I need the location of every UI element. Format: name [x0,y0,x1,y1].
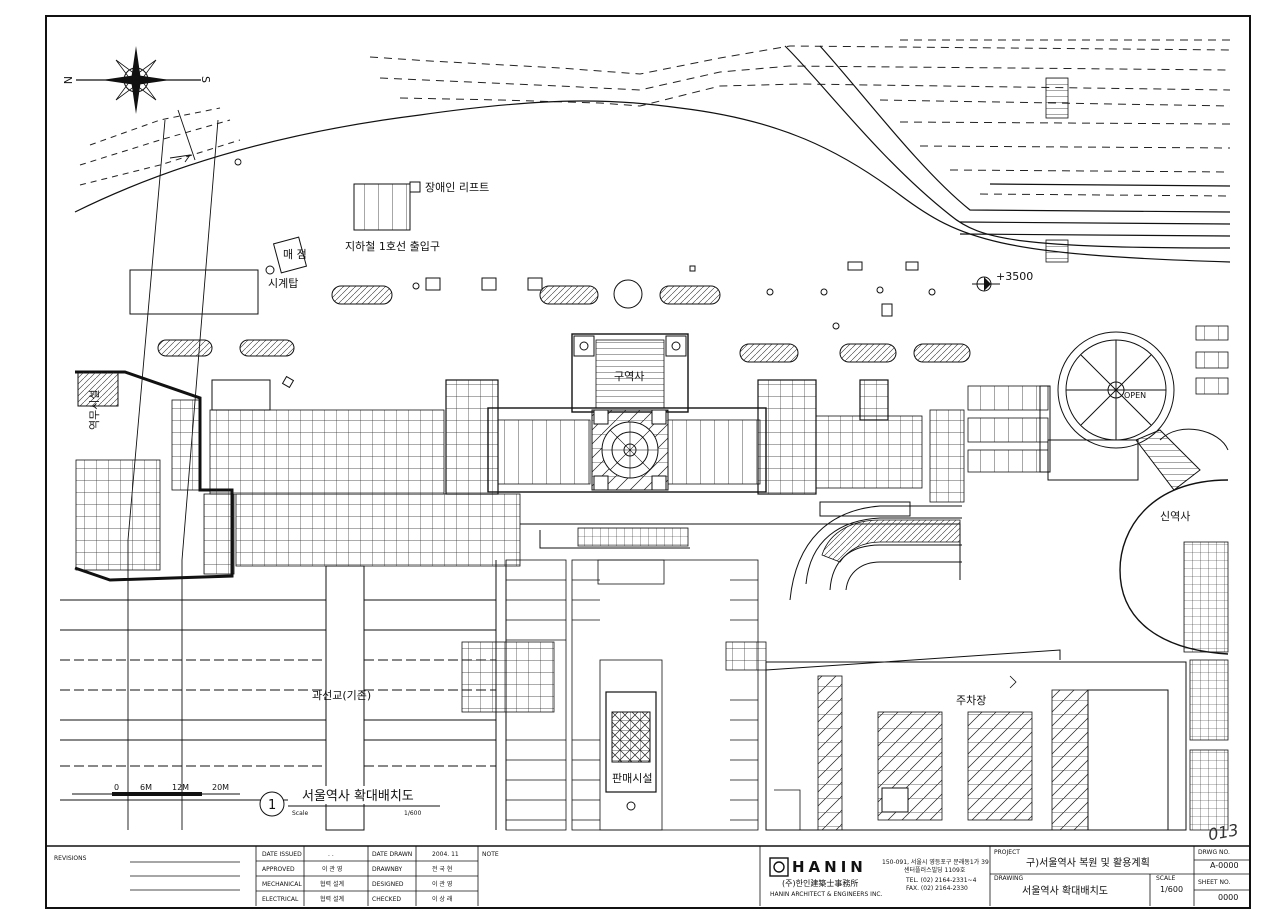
clock-tower-label: 시계탑 [268,277,298,290]
retail-label: 판매시설 [612,772,652,785]
ramp-hatch [821,519,961,563]
plan-number: 1 [268,798,276,813]
overpass-label: 과선교(기존) [312,689,371,702]
north-arrow-compass: N S [61,46,212,114]
date-issued-value: . . [328,851,334,858]
level-label: +3500 [996,270,1033,283]
scale-bar: 0 6M 12M 20M [72,783,240,796]
old-station-label: 구역사 [614,370,644,383]
mechanical-label: MECHANICAL [262,881,302,888]
scale-tick-6: 6M [140,783,152,792]
open-label: OPEN [1124,391,1146,400]
scale-value: 1/600 [1160,885,1183,894]
scale-tick-20: 20M [212,783,229,792]
plan-scale-label: Scale [292,810,308,817]
electrical-label: ELECTRICAL [262,896,299,903]
new-station-label: 신역사 [1160,510,1190,523]
company-logo-text: HANIN [792,858,867,876]
approved-label: APPROVED [262,866,295,873]
planter [157,285,971,363]
handwritten-note: 013 [1207,820,1240,844]
kiosk-label: 매 점 [283,248,307,261]
old-station-building [445,333,889,495]
scale-tick-12: 12M [172,783,189,792]
compass-s-label: S [199,76,212,83]
scale-label: SCALE [1156,875,1175,882]
company-logo-mark [769,857,789,877]
project-value: 구)서울역사 복원 및 활용계획 [1026,856,1150,869]
lift-box [409,181,421,193]
drawing-label: DRAWING [994,875,1024,882]
parking-label: 주차장 [956,694,986,707]
subway-entrance-label: 지하철 1호선 출입구 [345,239,440,253]
tel: TEL. (02) 2164-2331~4 [905,877,977,884]
parking-stalls [817,675,1089,831]
paving-grid [75,399,1229,831]
drawnby-label: DRAWNBY [372,866,403,873]
mechanical-value: 협력 설계 [320,880,344,888]
sheet-border [45,15,1251,909]
company-name-en: HANIN ARCHITECT & ENGINEERS INC. [770,891,883,898]
project-label: PROJECT [994,849,1020,856]
lift-label: 장애인 리프트 [425,181,489,194]
checked-value: 이 상 래 [432,895,452,903]
vertical-label: 역무시설 [88,390,101,430]
date-drawn-label: DATE DRAWN [372,851,412,858]
crosswalk [1045,77,1069,263]
title-block [130,846,1250,906]
plan-scale-value: 1/600 [404,810,421,817]
approved-value: 이 관 영 [322,865,342,873]
drwg-no-value: A-0000 [1210,861,1239,870]
date-drawn-value: 2004. 11 [432,851,459,858]
revisions-label: REVISIONS [54,855,87,862]
drawnby-value: 전 국 현 [432,865,452,873]
drwg-no-label: DRWG NO. [1198,849,1230,856]
address-line-2: 센터플러스빌딩 1109호 [904,866,966,874]
retail-building [605,691,657,793]
east-stairs [967,325,1229,473]
plan-title-text: 서울역사 확대배치도 [302,789,414,804]
address-line-1: 150-091, 서울시 영등포구 문래동1가 39 [882,858,989,866]
company-name-kr: (주)한인建築士事務所 [782,878,858,888]
sheet-no-value: 0000 [1218,893,1238,902]
atrium-circle [1057,331,1175,449]
drawing-value: 서울역사 확대배치도 [1022,885,1108,897]
compass-n-label: N [61,76,74,84]
plan-title: 1 서울역사 확대배치도 Scale 1/600 [259,786,440,817]
fax: FAX. (02) 2164-2330 [906,885,968,892]
designed-label: DESIGNED [372,881,404,888]
checked-label: CHECKED [372,896,401,903]
designed-value: 이 관 영 [432,880,452,888]
road-edges [74,45,1231,263]
bridge-stair [1135,429,1201,491]
clock-tower-icon [265,265,275,275]
kiosk [272,236,308,274]
new-station-building [1119,479,1229,655]
date-issued-label: DATE ISSUED [262,851,302,858]
scale-tick-0: 0 [114,783,119,792]
note-label: NOTE [482,851,499,858]
stairs-subway [353,183,411,231]
electrical-value: 협력 설계 [320,895,344,903]
level-marker: +3500 [972,270,1033,292]
sheet-no-label: SHEET NO. [1198,879,1230,886]
